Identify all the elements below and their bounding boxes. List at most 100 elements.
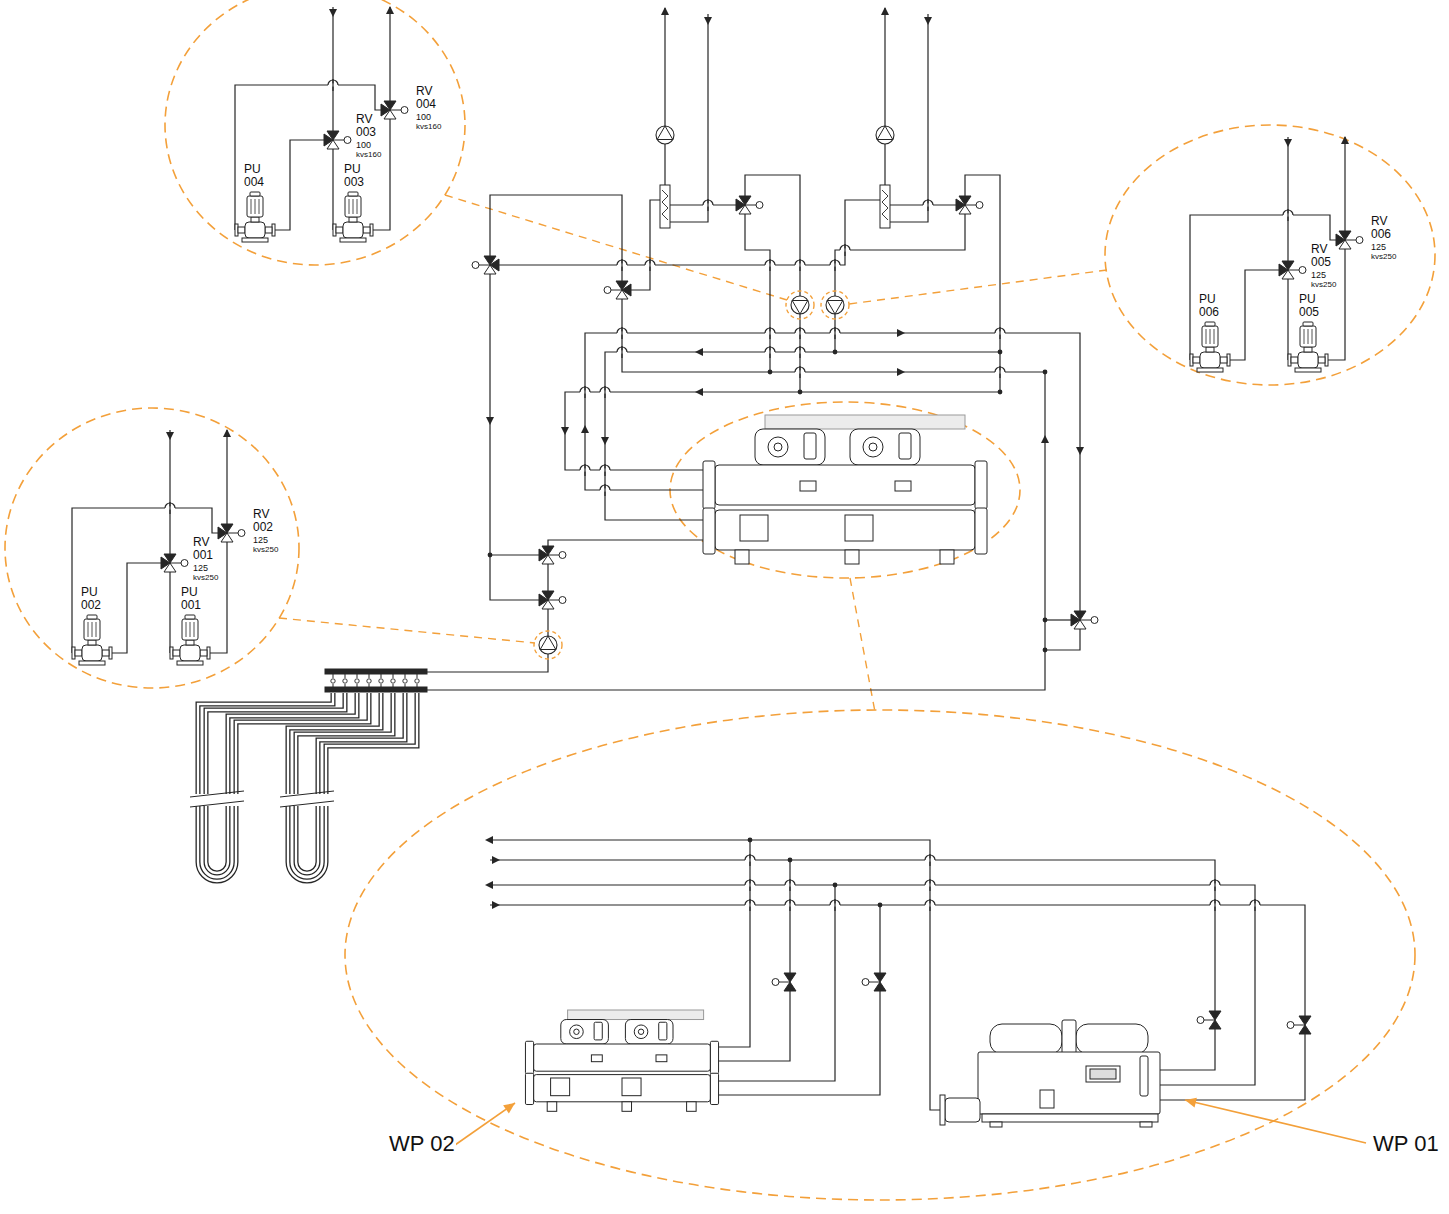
valve-stem — [479, 265, 490, 266]
flow-arrow — [581, 425, 589, 433]
pointer-line — [1185, 1100, 1366, 1143]
pipe-hop — [703, 200, 713, 205]
valve-port — [1071, 614, 1080, 626]
probe-pipe-outer — [204, 806, 209, 862]
shell-head — [710, 1041, 718, 1074]
pipe — [275, 140, 324, 230]
flow-arrow — [386, 6, 394, 14]
pump-symbol — [791, 296, 809, 314]
valve-actuator — [976, 202, 983, 209]
motor-fin — [1210, 329, 1211, 344]
pump-symbol — [876, 126, 894, 144]
pump-neck — [102, 650, 109, 656]
pump-foot — [1197, 368, 1223, 372]
flow-arrow — [881, 7, 889, 15]
flow-arrow — [661, 7, 669, 15]
pump-motor — [345, 196, 361, 217]
starter-box — [551, 1078, 570, 1096]
probe-pipe-inner — [206, 862, 228, 873]
manifold-tap — [417, 684, 418, 687]
pipe-hop — [745, 900, 755, 905]
junction-dot — [998, 390, 1003, 395]
motor-fin — [259, 199, 260, 214]
pump-motor — [1300, 326, 1316, 347]
foot — [940, 550, 954, 564]
pipe-segment — [621, 327, 622, 339]
pump-foot — [1295, 368, 1321, 372]
motor-fin — [1206, 329, 1207, 344]
pipe — [664, 144, 665, 185]
manifold-valve — [403, 679, 407, 683]
flow-arrow — [897, 329, 905, 337]
hop-layer — [165, 79, 1293, 911]
pipe — [890, 14, 928, 222]
pump-foot — [242, 238, 268, 242]
pipe-hop — [765, 347, 775, 352]
pump-neck — [1318, 357, 1325, 363]
callout-leader — [279, 618, 535, 643]
valve-actuator — [401, 107, 408, 114]
pipe — [389, 7, 390, 101]
pump-foot — [79, 661, 105, 665]
pipe-segment — [769, 259, 770, 271]
valve-stem — [548, 555, 559, 556]
pipe-segment — [604, 464, 605, 476]
probe-pipe-outer — [226, 806, 231, 862]
pipe-hop — [1210, 880, 1220, 885]
pipe-hop — [995, 328, 1005, 333]
three-way-valve — [324, 131, 351, 149]
valve-actuator — [604, 287, 611, 294]
sight-box — [591, 1055, 602, 1062]
pointer-line — [455, 1103, 515, 1145]
pump-body — [656, 126, 674, 144]
pump-cap — [348, 192, 358, 196]
junction-dot — [488, 553, 493, 558]
pump-coupling — [251, 217, 259, 222]
junction-dot — [1043, 370, 1048, 375]
valve-stem — [227, 533, 238, 534]
probe-pipe-outer — [326, 693, 417, 794]
probe-pipe-outer — [198, 862, 236, 881]
manifold-valve — [331, 679, 335, 683]
callout-ring — [821, 291, 849, 319]
base-rail — [982, 1114, 1158, 1122]
two-way-valve — [862, 973, 886, 991]
pipe-hop — [795, 367, 805, 372]
foot — [735, 550, 749, 564]
pipe-segment — [169, 502, 170, 514]
probe-pipe-inner — [198, 862, 236, 881]
inline-pump — [170, 615, 210, 665]
pipe-hop — [1210, 900, 1220, 905]
callout-outline — [5, 408, 299, 688]
exchanger-body — [880, 185, 890, 228]
motor-fin — [96, 622, 97, 637]
pipe — [169, 572, 170, 653]
compressor-hood — [990, 1024, 1062, 1054]
junction-dot — [748, 838, 753, 843]
pipe-segment — [799, 327, 800, 339]
flow-arrow — [1284, 139, 1292, 147]
control-panel — [568, 1010, 704, 1020]
manifold-valve — [379, 679, 383, 683]
display-screen — [1090, 1069, 1116, 1079]
pipe — [169, 430, 170, 554]
valve-actuator — [1091, 617, 1098, 624]
valve-stem — [869, 982, 880, 983]
pump-motor — [182, 619, 198, 640]
manifold-tap — [357, 684, 358, 687]
shell-head — [525, 1073, 533, 1104]
junction-dot — [768, 370, 773, 375]
callout-outline — [1105, 125, 1435, 385]
pump-motor — [84, 619, 100, 640]
pipe — [548, 540, 703, 546]
shell-head — [525, 1041, 533, 1074]
pipe-segment — [621, 259, 622, 271]
valve-port — [161, 557, 170, 569]
pipe — [884, 8, 885, 126]
probe-pipe-outer — [286, 806, 291, 862]
pipe-hop — [1283, 210, 1293, 215]
flow-arrow — [485, 836, 493, 844]
pipe — [1045, 629, 1080, 650]
